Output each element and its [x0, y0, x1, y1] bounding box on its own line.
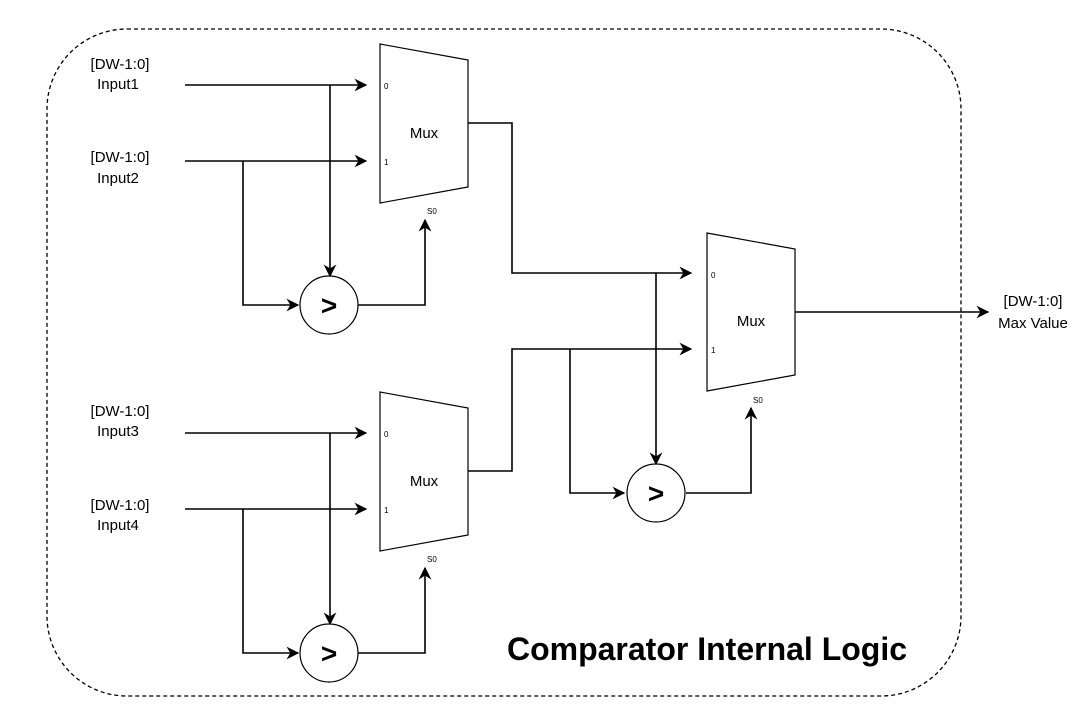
- mux-top: Mux 0 1 S0: [379, 43, 469, 216]
- input3-name: Input3: [97, 423, 139, 440]
- wires-group-final: [569, 273, 990, 500]
- input-label-1: [DW-1:0] Input1: [91, 56, 150, 93]
- comparator-bottom: >: [299, 623, 359, 683]
- input1-name: Input1: [97, 76, 139, 93]
- input-label-2: [DW-1:0] Input2: [91, 149, 150, 187]
- comparator-top-symbol: >: [321, 290, 337, 321]
- output-label: [DW-1:0] Max Value: [998, 293, 1068, 332]
- mux-final-select: S0: [753, 396, 763, 405]
- wires-group-top: [185, 78, 693, 312]
- mux-bottom-port1: 1: [384, 506, 389, 515]
- mux-top-port1: 1: [384, 158, 389, 167]
- input4-name: Input4: [97, 517, 139, 534]
- mux-final-label: Mux: [737, 313, 766, 330]
- comparator-final-symbol: >: [648, 478, 664, 509]
- mux-final-port0: 0: [711, 271, 716, 280]
- mux-top-select: S0: [427, 207, 437, 216]
- wires-group-bottom: [185, 342, 693, 660]
- diagram-title: Comparator Internal Logic: [507, 631, 907, 667]
- mux-top-label: Mux: [410, 125, 439, 142]
- mux-final: Mux 0 1 S0: [706, 232, 796, 405]
- mux-bottom-select: S0: [427, 555, 437, 564]
- container-boundary: [46, 28, 962, 697]
- input4-range: [DW-1:0]: [91, 497, 150, 514]
- mux-final-port1: 1: [711, 346, 716, 355]
- mux-bottom: Mux 0 1 S0: [379, 391, 469, 564]
- output-name: Max Value: [998, 315, 1068, 332]
- input3-range: [DW-1:0]: [91, 403, 150, 420]
- comparator-final: >: [626, 463, 686, 523]
- input1-range: [DW-1:0]: [91, 56, 150, 73]
- input2-name: Input2: [97, 170, 139, 187]
- output-range: [DW-1:0]: [1004, 293, 1063, 310]
- comparator-bottom-symbol: >: [321, 638, 337, 669]
- input2-range: [DW-1:0]: [91, 149, 150, 166]
- input-label-3: [DW-1:0] Input3: [91, 403, 150, 440]
- input-label-4: [DW-1:0] Input4: [91, 497, 150, 534]
- mux-top-port0: 0: [384, 82, 389, 91]
- comparator-top: >: [299, 275, 359, 335]
- mux-bottom-port0: 0: [384, 430, 389, 439]
- mux-bottom-label: Mux: [410, 473, 439, 490]
